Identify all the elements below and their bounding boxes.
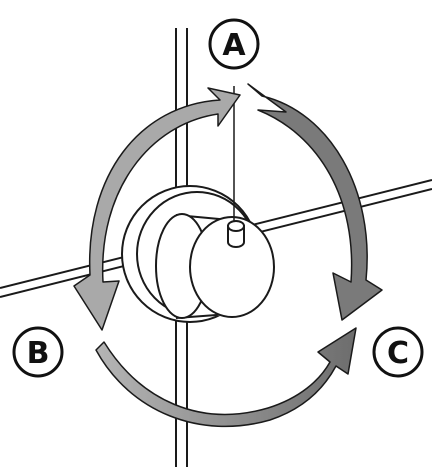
label-b: B bbox=[12, 326, 64, 378]
label-b-text: B bbox=[27, 336, 50, 371]
knob-front-face bbox=[189, 216, 275, 318]
label-c-circle bbox=[372, 326, 424, 378]
label-c-text: C bbox=[387, 336, 409, 371]
label-a-circle bbox=[208, 18, 260, 70]
label-c: C bbox=[372, 326, 424, 378]
indicator-pin bbox=[227, 220, 245, 248]
valve-knob bbox=[155, 213, 275, 319]
arrow-top-to-b bbox=[73, 87, 241, 331]
arrow-b-to-c bbox=[95, 327, 357, 428]
arrow-top-to-c bbox=[247, 83, 383, 321]
label-a-text: A bbox=[222, 28, 246, 63]
label-b-circle bbox=[12, 326, 64, 378]
label-a: A bbox=[208, 18, 260, 70]
